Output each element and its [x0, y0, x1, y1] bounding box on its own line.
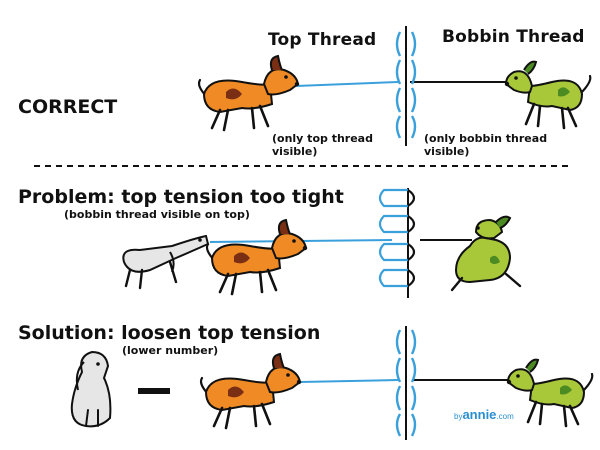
logo-by: by: [454, 412, 463, 421]
problem-subtitle: (bobbin thread visible on top): [64, 208, 250, 221]
sitting-dog-icon: [70, 350, 112, 428]
correct-note-right: (only bobbin thread visible): [424, 132, 548, 158]
solution-subtitle: (lower number): [122, 344, 219, 357]
correct-note-left: (only top thread visible): [272, 132, 373, 158]
byannie-logo: byannie.com: [454, 406, 514, 424]
stitch-loops: [395, 31, 417, 139]
problem-title: Problem: top tension too tight: [18, 186, 344, 208]
solution-title: Solution: loosen top tension: [18, 322, 321, 344]
green-dog-icon: [505, 358, 594, 428]
orange-dog-icon: [205, 218, 309, 296]
orange-dog-icon: [197, 54, 301, 132]
logo-name: annie: [462, 407, 497, 422]
logo-suffix: .com: [496, 412, 514, 421]
stitch-loops: [395, 329, 417, 437]
orange-dog-icon: [199, 352, 303, 430]
correct-row-art: [197, 26, 592, 146]
top-thread-line: [295, 81, 399, 87]
problem-row-art: [122, 188, 522, 298]
gray-dog-icon: [122, 234, 210, 290]
bobbin-thread-header: Bobbin Thread: [442, 27, 585, 47]
top-thread-header: Top Thread: [268, 30, 377, 50]
green-dog-icon: [450, 215, 522, 292]
solution-row-art: [70, 326, 594, 440]
top-thread-line: [299, 379, 399, 383]
pulled-loops: [378, 188, 416, 288]
green-dog-icon: [503, 60, 592, 130]
correct-label: CORRECT: [18, 96, 118, 118]
